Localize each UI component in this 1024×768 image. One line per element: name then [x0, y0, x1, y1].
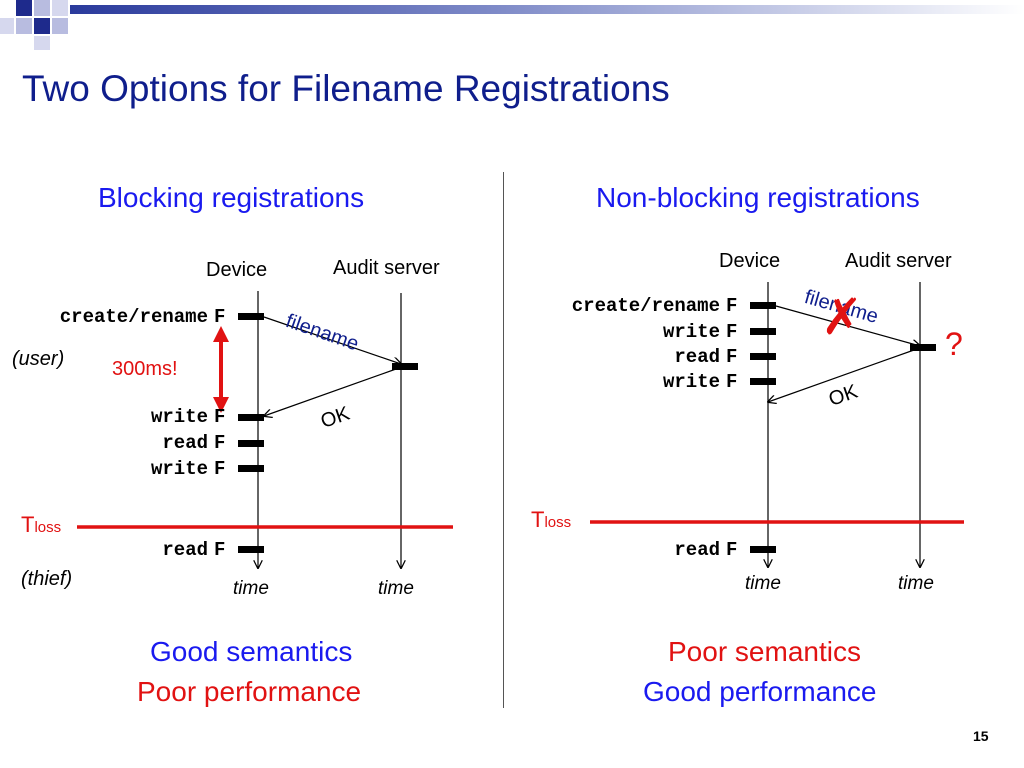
thief-note: (thief)	[21, 568, 73, 590]
op-label: write	[150, 458, 208, 480]
op-tick	[750, 378, 776, 385]
op-label: read	[162, 539, 208, 561]
op-label: read	[162, 432, 208, 454]
decor-square	[16, 18, 32, 34]
audit-server-label: Audit server	[333, 257, 440, 279]
decor-square	[16, 0, 32, 16]
header-gradient-bar	[70, 5, 1024, 14]
tloss-main: T	[531, 507, 545, 532]
server-tick	[392, 363, 418, 370]
op-tick	[238, 546, 264, 553]
server-tick	[910, 344, 936, 351]
op-file: F	[726, 321, 738, 343]
tloss-sub: loss	[544, 514, 572, 531]
slide-title: Two Options for Filename Registrations	[22, 68, 670, 109]
lost-message-mark: ✗	[821, 288, 863, 346]
nonblocking-heading: Non-blocking registrations	[596, 182, 920, 213]
op-label: read	[674, 346, 720, 368]
verdict-good-semantics: Good semantics	[150, 636, 353, 667]
tloss-label: Tloss	[531, 507, 571, 533]
op-tick	[238, 465, 264, 472]
op-file: F	[214, 406, 226, 428]
tloss-sub: loss	[34, 519, 62, 536]
decor-square	[0, 18, 14, 34]
device-label: Device	[719, 250, 781, 272]
user-note: (user)	[12, 348, 65, 370]
page-number: 15	[973, 728, 989, 744]
verdict-poor-performance: Poor performance	[137, 676, 362, 707]
verdict-poor-semantics: Poor semantics	[668, 636, 861, 667]
time-label: time	[378, 578, 414, 599]
op-label: read	[674, 539, 720, 561]
op-file: F	[214, 432, 226, 454]
op-file: F	[726, 346, 738, 368]
time-label: time	[898, 573, 934, 594]
op-label: create/rename	[571, 295, 720, 317]
time-label: time	[233, 578, 269, 599]
unknown-mark: ?	[945, 326, 963, 362]
op-label: write	[662, 371, 720, 393]
op-file: F	[214, 539, 226, 561]
decor-square	[52, 0, 68, 16]
op-label: write	[150, 406, 208, 428]
op-file: F	[726, 371, 738, 393]
op-label: write	[662, 321, 720, 343]
op-tick	[750, 328, 776, 335]
ok-reply-arrow	[768, 349, 915, 402]
blocking-heading: Blocking registrations	[98, 182, 365, 213]
op-label: create/rename	[59, 306, 208, 328]
op-tick	[238, 440, 264, 447]
filename-request-arrow	[263, 316, 401, 364]
delay-label: 300ms!	[112, 358, 178, 380]
op-file: F	[726, 295, 738, 317]
op-file: F	[214, 458, 226, 480]
decor-square	[34, 0, 50, 16]
tloss-label: Tloss	[21, 512, 61, 538]
op-tick	[238, 414, 264, 421]
filename-request-arrow	[775, 305, 920, 346]
device-label: Device	[206, 259, 268, 281]
op-tick	[238, 313, 264, 320]
column-divider	[503, 172, 504, 708]
op-tick	[750, 546, 776, 553]
decor-square	[34, 18, 50, 34]
decor-square	[52, 18, 68, 34]
op-tick	[750, 302, 776, 309]
audit-server-label: Audit server	[845, 250, 952, 272]
op-tick	[750, 353, 776, 360]
tloss-main: T	[21, 512, 35, 537]
verdict-good-performance: Good performance	[643, 676, 877, 707]
ok-reply-arrow	[264, 368, 397, 416]
op-file: F	[726, 539, 738, 561]
time-label: time	[745, 573, 781, 594]
decor-square	[34, 36, 50, 50]
op-file: F	[214, 306, 226, 328]
